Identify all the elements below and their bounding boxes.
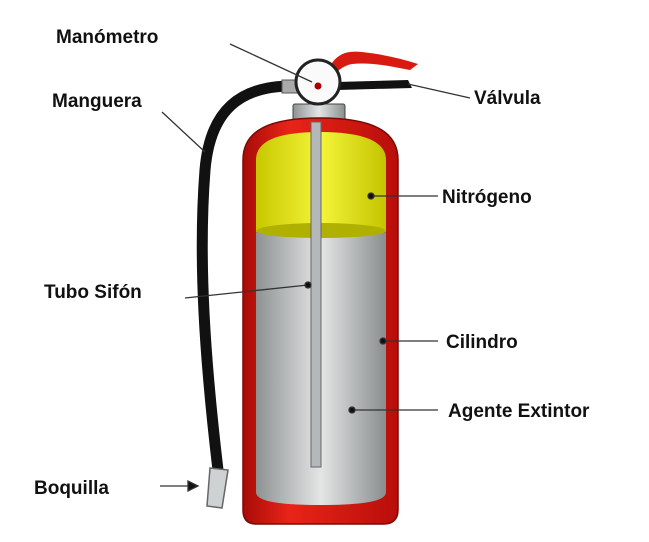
label-valvula: Válvula bbox=[474, 88, 541, 109]
label-tubo-sifon: Tubo Sifón bbox=[44, 282, 142, 303]
label-manguera: Manguera bbox=[52, 91, 142, 112]
label-agente-extintor: Agente Extintor bbox=[448, 401, 590, 422]
label-manometro: Manómetro bbox=[56, 27, 158, 48]
label-nitrogeno: Nitrógeno bbox=[442, 187, 532, 208]
valve-handle bbox=[336, 80, 412, 90]
siphon-tube bbox=[310, 121, 322, 468]
hose bbox=[196, 80, 298, 476]
label-cilindro: Cilindro bbox=[446, 332, 518, 353]
label-boquilla: Boquilla bbox=[34, 478, 109, 499]
pressure-gauge bbox=[294, 58, 342, 106]
nozzle bbox=[206, 467, 229, 509]
valve-lever bbox=[328, 51, 418, 78]
